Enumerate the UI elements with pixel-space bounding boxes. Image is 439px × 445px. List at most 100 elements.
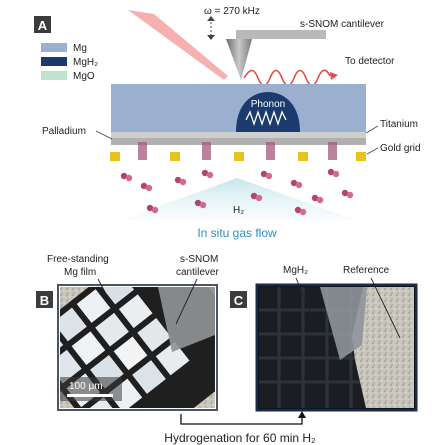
panel-a: A Mg MgH₂ MgO Tunable laser To detector … (34, 6, 421, 240)
h2-molecule (341, 189, 354, 199)
palladium-leader (95, 130, 113, 140)
micrograph-b: 100 μm (60, 287, 215, 408)
pd-stud (202, 142, 211, 160)
gold-grid (110, 152, 366, 161)
pd-stud (266, 142, 275, 160)
legend-label-mgo: MgO (73, 71, 95, 82)
micrograph-c (259, 287, 414, 408)
grid-window (113, 336, 148, 371)
mgh2-c-label: MgH₂ (283, 265, 308, 276)
h2-molecule (120, 172, 133, 182)
grid-window (95, 312, 129, 347)
grid-window (155, 341, 190, 376)
grid-windows (60, 287, 190, 408)
legend-swatch-mgh2 (41, 57, 67, 66)
grid-window (71, 331, 106, 366)
vibration-arrow-down (207, 35, 215, 40)
h2-molecule (194, 199, 207, 209)
gold-pad (356, 152, 366, 161)
h2-molecule (311, 194, 324, 204)
pd-studs (138, 142, 337, 160)
scattered-wave (243, 69, 331, 87)
h2-molecule (327, 168, 340, 178)
gold-pad (170, 152, 180, 161)
grid-window (100, 287, 135, 305)
gold-pad (110, 152, 120, 161)
palladium-layer (111, 138, 366, 145)
connector-arrow (298, 411, 306, 418)
cantilever-label: s-SNOM cantilever (300, 19, 385, 30)
phonon-label: Phonon (251, 99, 285, 110)
cantilever-b-line2: cantilever (176, 267, 219, 278)
mgh2-leader (295, 277, 312, 315)
h2-molecule (290, 179, 303, 189)
gold-grid-leader (366, 147, 379, 155)
h2-molecule (201, 169, 214, 179)
legend: Mg MgH₂ MgO (41, 43, 98, 82)
panel-c-letter: C (234, 293, 244, 308)
h2-molecule (174, 176, 187, 186)
scale-bar (67, 394, 113, 397)
h2-molecules (120, 168, 354, 216)
reference-leader (370, 277, 401, 339)
cantilever-arm (236, 30, 326, 39)
h2-molecule (140, 182, 153, 192)
panel-a-letter: A (38, 18, 48, 33)
vibration-arrow-up (207, 16, 215, 21)
film-label-line2: Mg film (64, 267, 96, 278)
frequency-label: ω = 270 kHz (204, 6, 260, 17)
detector-arrow (330, 72, 338, 80)
hydrogenation-label: Hydrogenation for 60 min H₂ (164, 431, 316, 445)
reference-area (352, 287, 414, 408)
titanium-leader (365, 125, 379, 134)
panel-c: MgH₂ Reference C (230, 265, 418, 412)
scale-bar-label: 100 μm (69, 381, 103, 392)
reference-label: Reference (343, 265, 390, 276)
h2-label: H₂ (233, 205, 244, 216)
h2-molecule (294, 206, 307, 216)
panel-b-letter-box (36, 291, 53, 308)
panel-a-letter-box (34, 16, 51, 33)
gold-pad (234, 152, 244, 161)
panel-c-letter-box (230, 291, 247, 308)
h2-molecule (260, 170, 273, 180)
laser-beam (128, 10, 228, 80)
cantilever-c-shape (320, 287, 367, 360)
pd-stud (328, 142, 337, 160)
phonon-wave (245, 109, 287, 127)
legend-swatch-mgo (41, 71, 67, 80)
hydrogenation-connector: Hydrogenation for 60 min H₂ (164, 411, 316, 445)
detector-label: To detector (345, 56, 395, 67)
legend-swatch-mg (41, 43, 67, 52)
grid-window (76, 289, 111, 323)
gold-pad (298, 152, 308, 161)
panel-b: Free-standing Mg film s-SNOM cantilever (36, 254, 219, 411)
pd-stud (138, 142, 147, 160)
legend-label-mgh2: MgH₂ (73, 57, 98, 68)
gas-flow-label: In situ gas flow (197, 226, 277, 240)
h2-molecule (250, 192, 263, 202)
grid-window (137, 318, 172, 352)
titanium-label: Titanium (380, 119, 418, 130)
titanium-layer (111, 132, 366, 138)
cantilever-b-leader (175, 278, 198, 325)
cantilever-b-line1: s-SNOM (180, 254, 218, 265)
connector-line (180, 414, 303, 425)
grid-window (84, 397, 119, 408)
film-label-line1: Free-standing (47, 254, 109, 265)
cantilever-b-shape (158, 287, 215, 352)
grid-window (132, 360, 166, 394)
mgh2-region (236, 92, 300, 132)
grid-window (118, 294, 153, 329)
film-leader (97, 278, 114, 308)
gold-grid-label: Gold grid (380, 143, 421, 154)
panel-b-letter: B (40, 293, 49, 308)
grid-window (60, 307, 87, 342)
legend-label-mg: Mg (73, 43, 87, 54)
palladium-label: Palladium (42, 126, 86, 137)
cantilever-tip (226, 39, 252, 80)
h2-molecule (146, 204, 159, 214)
grid-window (60, 349, 82, 384)
